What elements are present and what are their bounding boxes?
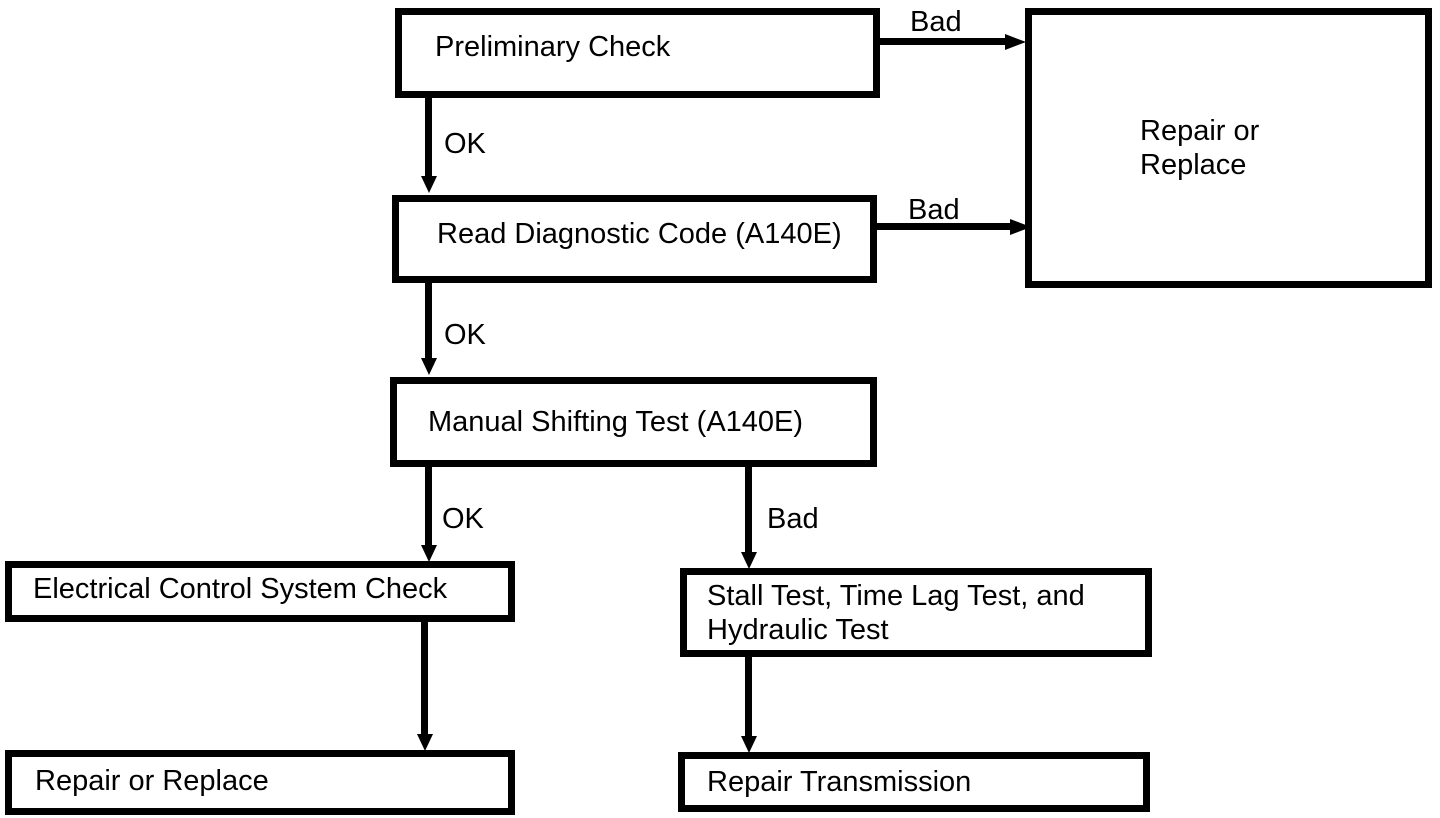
edge-label-preliminary-bad: Bad	[910, 6, 962, 38]
arrowhead-down-icon	[421, 545, 437, 562]
node-read-diagnostic-code: Read Diagnostic Code (A140E)	[392, 195, 877, 283]
edge-label-manual-ok: OK	[442, 503, 484, 535]
node-electrical-control-system-check: Electrical Control System Check	[5, 561, 515, 622]
node-stall-time-lag-hydraulic-test: Stall Test, Time Lag Test, and Hydraulic…	[680, 568, 1152, 657]
arrowhead-down-icon	[421, 358, 437, 375]
edge-label-read-code-bad: Bad	[908, 194, 960, 226]
arrowhead-down-icon	[417, 734, 433, 751]
arrowhead-down-icon	[741, 736, 757, 753]
connector-preliminary-to-read-code	[425, 98, 432, 176]
connector-electrical-check-to-repair-replace	[421, 622, 428, 734]
node-read-diagnostic-code-label: Read Diagnostic Code (A140E)	[437, 218, 842, 250]
node-repair-or-replace-right-line1: Repair or	[1140, 115, 1260, 147]
arrowhead-right-icon	[1005, 34, 1026, 50]
node-repair-transmission: Repair Transmission	[678, 752, 1150, 812]
node-stall-test-line1: Stall Test, Time Lag Test, and	[707, 579, 1085, 612]
connector-manual-test-to-electrical-check	[425, 467, 432, 545]
arrowhead-right-icon	[1010, 219, 1031, 235]
connector-read-code-to-manual-test	[425, 283, 432, 358]
node-electrical-control-system-check-label: Electrical Control System Check	[33, 572, 448, 605]
connector-read-code-to-repair-replace	[877, 223, 1010, 230]
node-repair-or-replace-bottom-label: Repair or Replace	[35, 764, 269, 797]
node-repair-transmission-label: Repair Transmission	[707, 766, 972, 798]
edge-label-preliminary-ok: OK	[444, 128, 486, 160]
node-preliminary-check: Preliminary Check	[395, 8, 880, 98]
node-manual-shifting-test-label: Manual Shifting Test (A140E)	[428, 406, 804, 438]
edge-label-manual-bad: Bad	[767, 503, 819, 535]
node-preliminary-check-label: Preliminary Check	[435, 31, 671, 63]
arrowhead-down-icon	[741, 552, 757, 569]
connector-preliminary-to-repair-replace	[880, 38, 1005, 45]
connector-stall-test-to-repair-transmission	[745, 657, 752, 736]
arrowhead-down-icon	[421, 176, 437, 193]
node-stall-test-line2: Hydraulic Test	[707, 613, 889, 646]
node-repair-or-replace-right-line2: Replace	[1140, 149, 1247, 181]
node-manual-shifting-test: Manual Shifting Test (A140E)	[390, 377, 877, 467]
connector-manual-test-to-stall-test	[745, 467, 752, 552]
edge-label-read-code-ok: OK	[444, 319, 486, 351]
node-repair-or-replace-bottom: Repair or Replace	[5, 750, 515, 815]
node-repair-or-replace-right: Repair or Replace	[1025, 8, 1432, 288]
